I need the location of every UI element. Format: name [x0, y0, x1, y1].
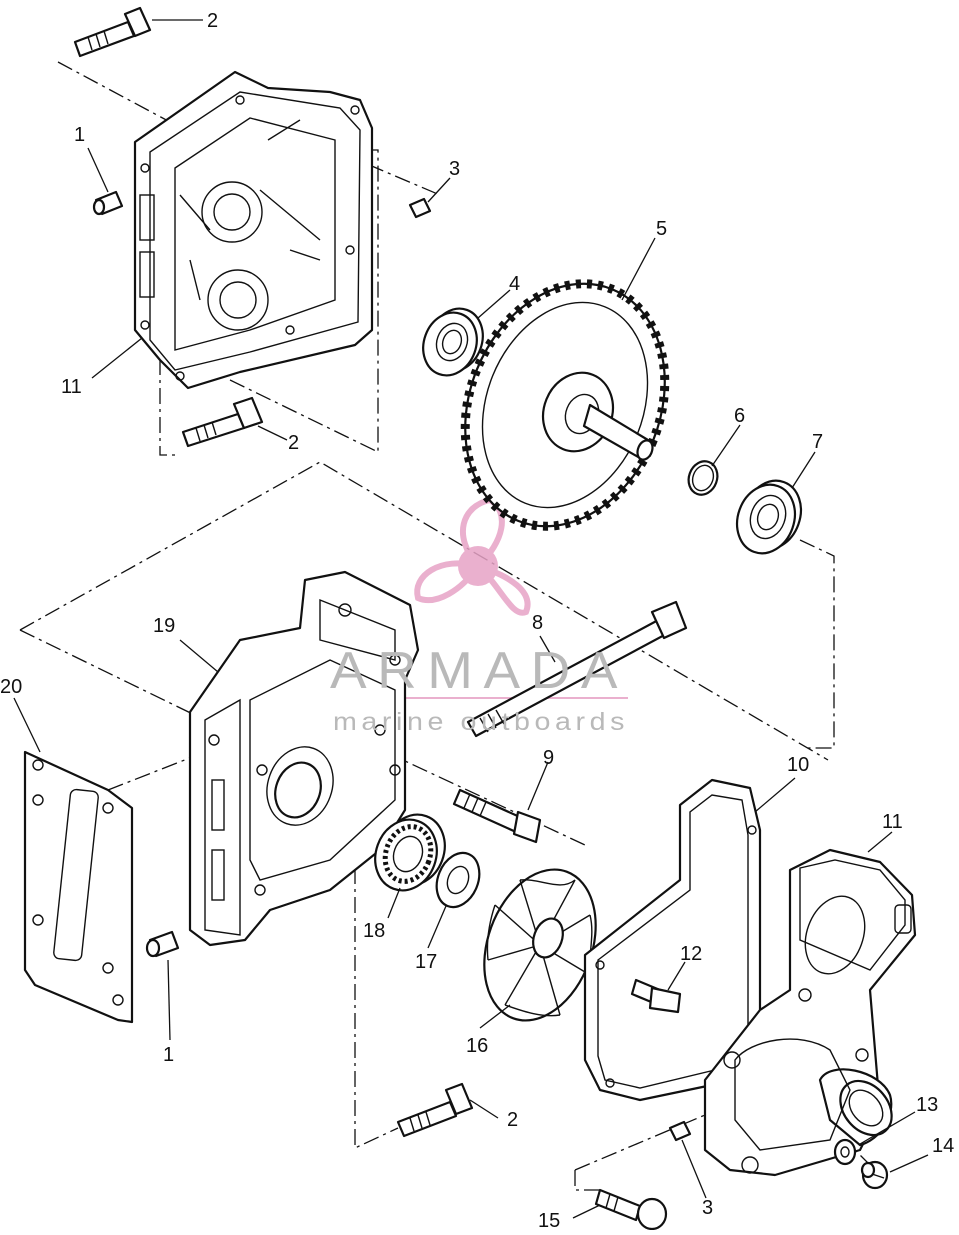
- bolt-part-15: [594, 1188, 668, 1231]
- impeller-part-16: [483, 868, 597, 1022]
- callout-2b: 2: [288, 432, 299, 454]
- watermark: ARMADA marine outboards: [330, 642, 629, 736]
- callout-18: 18: [363, 920, 385, 942]
- lower-housing-part-19: [188, 570, 420, 947]
- bolt-part-12: [630, 978, 682, 1014]
- gear-part-5: [460, 279, 670, 531]
- callout-1a: 1: [74, 124, 85, 146]
- callout-leaders: [13, 19, 929, 1219]
- callout-11b: 11: [882, 811, 903, 833]
- callout-13: 13: [916, 1094, 938, 1116]
- dowel-pin-part-1-lower: [145, 930, 180, 958]
- callout-11a: 11: [61, 376, 82, 398]
- pump-cover-part-11-lower: [703, 848, 917, 1177]
- bearing-part-7: [735, 479, 803, 555]
- pin-part-3-top: [408, 197, 432, 219]
- ring-part-6: [687, 460, 719, 496]
- callout-9: 9: [543, 747, 554, 769]
- callout-4: 4: [509, 273, 520, 295]
- callout-3a: 3: [449, 158, 460, 180]
- callout-10: 10: [787, 754, 809, 776]
- gasket-part-20: [23, 750, 134, 1024]
- callout-12: 12: [680, 943, 702, 965]
- long-bolt-part-8: [466, 600, 688, 738]
- bolt-part-2-bottom: [396, 1082, 474, 1138]
- callout-5: 5: [656, 218, 667, 240]
- seal-part-18: [374, 813, 446, 892]
- dowel-pin-part-1-top: [92, 190, 124, 216]
- screw-part-14: [860, 1160, 889, 1190]
- callout-8: 8: [532, 612, 543, 634]
- callout-6: 6: [734, 405, 745, 427]
- callout-3b: 3: [702, 1197, 713, 1219]
- bolt-part-9: [452, 788, 542, 844]
- callout-15: 15: [538, 1210, 560, 1230]
- callout-1b: 1: [163, 1044, 174, 1066]
- bearing-part-4: [422, 307, 484, 377]
- washer-part-17: [435, 851, 481, 909]
- callout-17: 17: [415, 951, 437, 973]
- watermark-subtitle: marine outboards: [333, 708, 629, 736]
- pin-part-3-lower: [668, 1120, 692, 1142]
- upper-cover-part-11: [133, 70, 374, 390]
- bolt-part-2-middle: [181, 396, 264, 448]
- callout-2a: 2: [207, 10, 218, 32]
- watermark-title: ARMADA: [330, 642, 628, 700]
- bolt-part-2-top: [73, 6, 152, 58]
- callout-14: 14: [932, 1135, 954, 1157]
- callout-7: 7: [812, 431, 823, 453]
- callout-19: 19: [153, 615, 175, 637]
- callout-20: 20: [0, 676, 22, 698]
- callout-labels: 2 1 3 5 4 11 2 6 7 19 8 20 9 10 11 18 17…: [0, 10, 954, 1232]
- callout-16: 16: [466, 1035, 488, 1057]
- callout-2c: 2: [507, 1109, 518, 1131]
- washer-part-13: [833, 1138, 857, 1166]
